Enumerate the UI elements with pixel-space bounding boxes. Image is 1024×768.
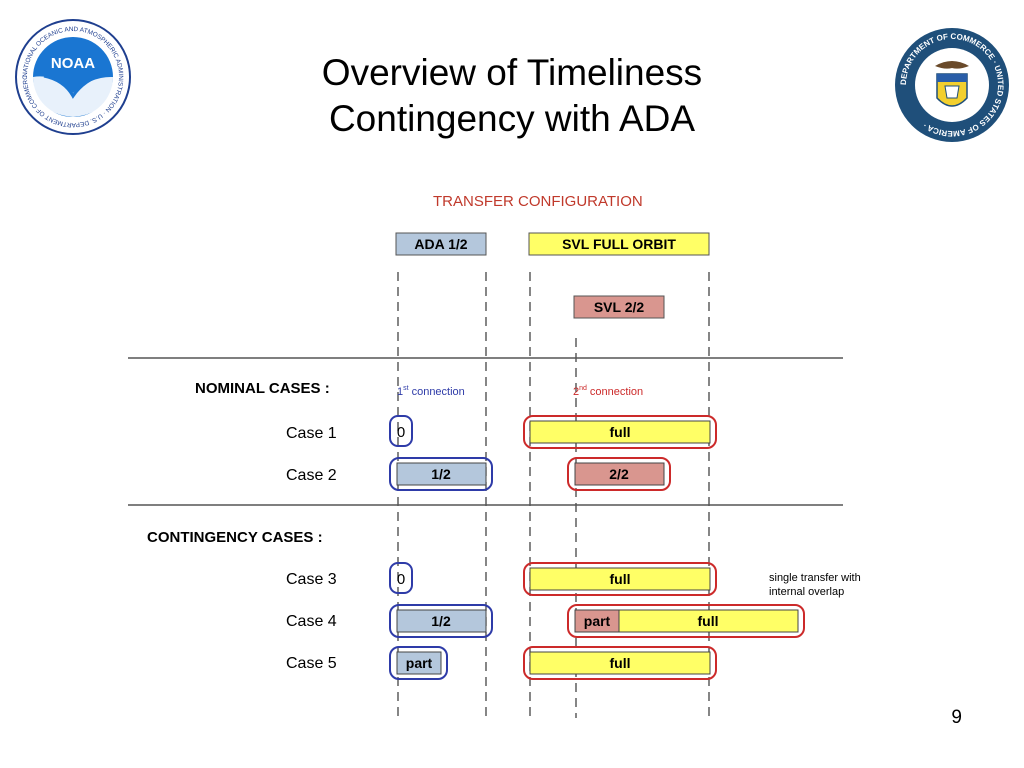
case-5-svl-outline [523, 646, 717, 680]
case-4-svl-part-value: part [584, 613, 611, 629]
case-2-ada-value: 1/2 [431, 466, 451, 482]
case-4-ada-value: 1/2 [431, 613, 451, 629]
case-4-ada-bar [396, 609, 487, 633]
note-line-1: single transfer with [769, 572, 861, 584]
case-3-ada-value: 0 [397, 571, 405, 588]
case-2-ada-bar [396, 462, 487, 486]
case-2-ada-outline [389, 457, 493, 491]
header-svl-full-label: SVL FULL ORBIT [562, 236, 676, 252]
contingency-cases-label: CONTINGENCY CASES : [147, 529, 323, 546]
case-2-label: Case 2 [286, 467, 337, 484]
case-1-ada-value: 0 [397, 424, 405, 441]
note-line-2: internal overlap [769, 586, 844, 598]
case-3-svl-value: full [610, 571, 631, 587]
header-ada-label: ADA 1/2 [414, 236, 467, 252]
case-4-svl-full-value: full [698, 613, 719, 629]
case-5-label: Case 5 [286, 655, 337, 672]
slide-title-line-2: Contingency with ADA [328, 98, 696, 139]
noaa-logo: NOAA NATIONAL OCEANIC AND ATMOSPHERIC AD… [14, 18, 131, 135]
case-4-svl-outline [567, 604, 805, 638]
case-5-svl-bar [529, 651, 711, 675]
page-number: 9 [951, 707, 962, 728]
case-2-svl-bar [574, 462, 665, 486]
case-1-svl-bar [529, 420, 711, 444]
case-1-svl-outline [523, 415, 717, 449]
case-3-ada-outline [389, 562, 413, 594]
nominal-cases-label: NOMINAL CASES : [195, 380, 330, 397]
case-2-svl-value: 2/2 [609, 466, 629, 482]
case-5-ada-bar [396, 651, 442, 675]
slide-title: Overview of Timeliness Contingency with … [212, 50, 812, 142]
case-1-label: Case 1 [286, 425, 337, 442]
case-4-ada-outline [389, 604, 493, 638]
case-5-ada-value: part [406, 655, 433, 671]
slide-title-line-1: Overview of Timeliness [321, 52, 703, 93]
case-5-svl-value: full [610, 655, 631, 671]
case-3-svl-outline [523, 562, 717, 596]
commerce-seal: DEPARTMENT OF COMMERCE · UNITED STATES O… [895, 28, 1009, 142]
case-1-ada-outline [389, 415, 413, 447]
diagram-heading: TRANSFER CONFIGURATION [433, 193, 643, 210]
header-svl-half-box [573, 295, 665, 319]
header-svl-half-label: SVL 2/2 [594, 299, 645, 315]
header-svl-full-box [528, 232, 710, 256]
case-3-svl-bar [529, 567, 711, 591]
case-2-svl-outline [567, 457, 671, 491]
case-1-svl-value: full [610, 424, 631, 440]
case-3-label: Case 3 [286, 571, 337, 588]
case-5-ada-outline [389, 646, 448, 680]
case-4-svl-full-bar [618, 609, 799, 633]
header-ada-box [395, 232, 487, 256]
noaa-logo-text: NOAA [51, 55, 95, 72]
case-4-label: Case 4 [286, 613, 337, 630]
